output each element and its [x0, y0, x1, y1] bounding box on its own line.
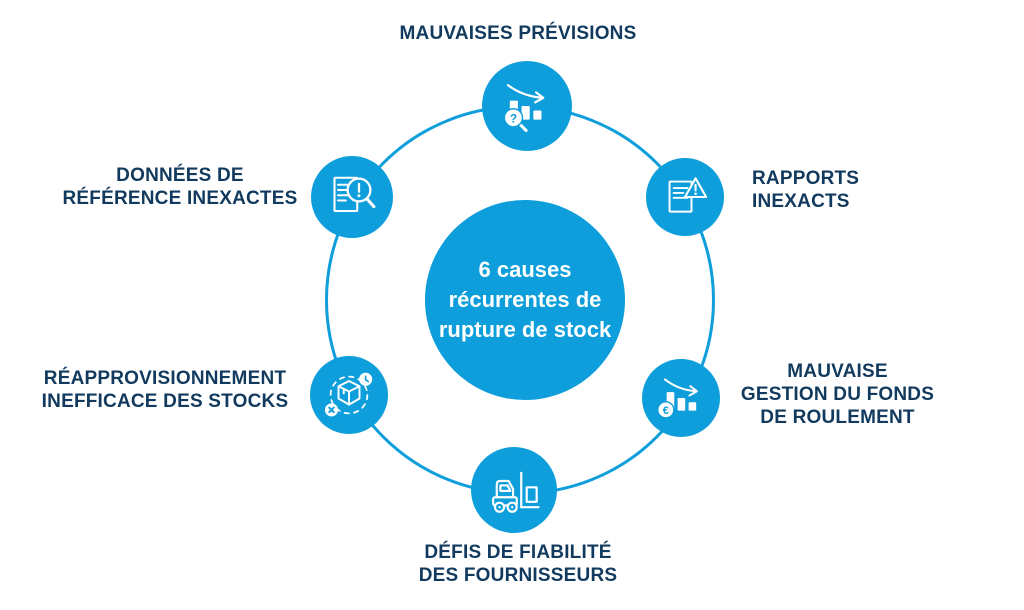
node-mauvaises-previsions: ?	[482, 61, 572, 151]
label-mauvaises-previsions: MAUVAISES PRÉVISIONS	[399, 23, 637, 44]
document-warning-triangle-icon	[668, 177, 708, 213]
declining-bar-chart-question-magnifier-icon: ?	[503, 84, 545, 133]
document-alert-magnifier-icon	[333, 176, 376, 213]
center-circle: 6 causes récurrentes de rupture de stock	[425, 200, 625, 400]
node-reapprovisionnement	[310, 356, 388, 434]
package-cycle-clock-x-icon	[324, 372, 373, 417]
node-defis-fiabilite	[471, 447, 557, 533]
label-rapports-inexacts: RAPPORTS INEXACTS	[752, 168, 860, 212]
node-rapports-inexacts	[646, 158, 724, 236]
forklift-icon	[492, 471, 540, 513]
label-donnees-reference: DONNÉES DE RÉFÉRENCE INEXACTES	[62, 165, 298, 209]
declining-bar-chart-euro-icon: €	[657, 378, 699, 419]
diagram-title: 6 causes récurrentes de rupture de stock	[438, 257, 612, 342]
label-defis-fiabilite: DÉFIS DE FIABILITÉ DES FOURNISSEURS	[418, 542, 618, 586]
node-donnees-reference	[311, 156, 393, 238]
svg-text:?: ?	[510, 112, 517, 125]
node-mauvaise-gestion-fonds: €	[642, 359, 720, 437]
label-mauvaise-gestion-fonds: MAUVAISE GESTION DU FONDS DE ROULEMENT	[740, 361, 935, 428]
label-reapprovisionnement: RÉAPPROVISIONNEMENT INEFFICACE DES STOCK…	[41, 368, 289, 412]
svg-text:€: €	[663, 405, 669, 417]
